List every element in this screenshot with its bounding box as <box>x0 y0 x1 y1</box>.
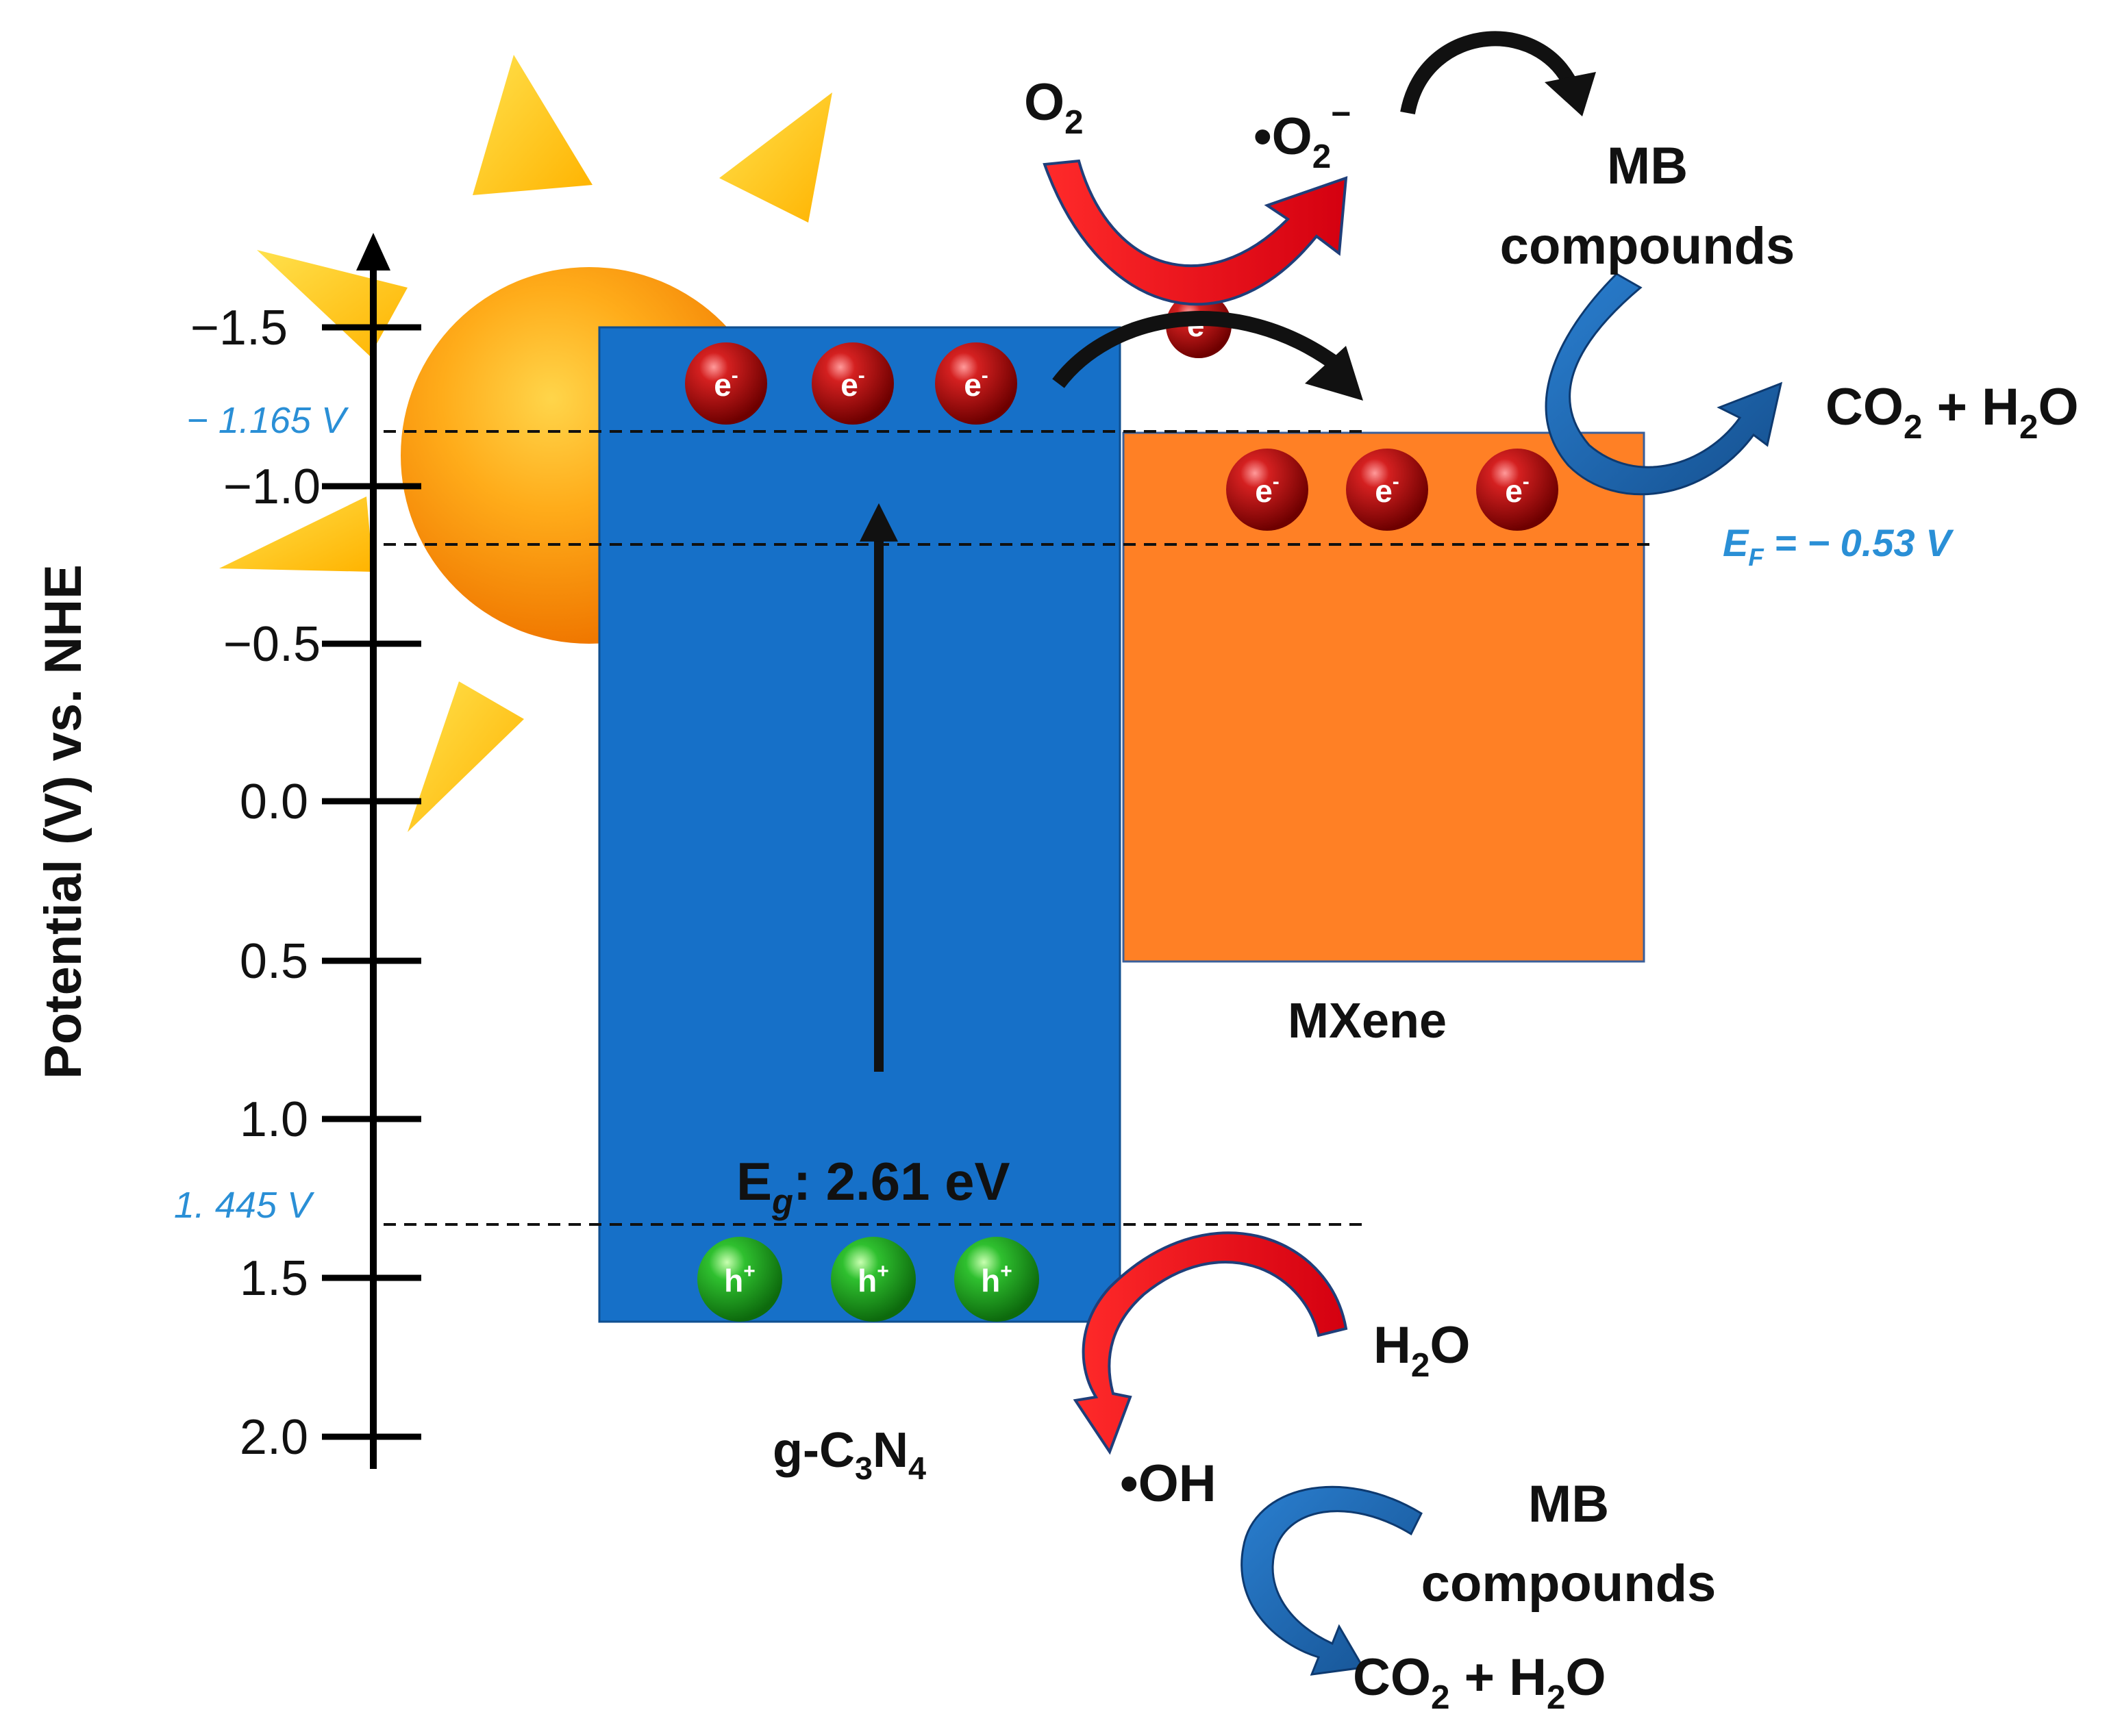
electron-transfer-arrowhead <box>1305 346 1363 401</box>
tick-label: 1.0 <box>240 1092 308 1147</box>
tick-label: −1.5 <box>190 301 288 355</box>
mb-compounds-label-bottom-line2: compounds <box>1421 1555 1717 1613</box>
water-oxidation-arrow <box>1073 1231 1348 1455</box>
svg-text:e-: e- <box>964 364 988 403</box>
svg-text:h+: h+ <box>858 1260 889 1298</box>
hole-particle: h+ <box>954 1237 1039 1322</box>
hydroxyl-label: •OH <box>1120 1455 1217 1513</box>
svg-text:e-: e- <box>714 364 738 403</box>
svg-text:h+: h+ <box>724 1260 756 1298</box>
tick-label: 2.0 <box>240 1410 308 1465</box>
water-label: H2O <box>1373 1316 1470 1384</box>
band-gap-label: Eg: 2.61 eV <box>736 1151 1010 1221</box>
hole-particle: h+ <box>697 1237 782 1322</box>
electron-particle: e- <box>935 342 1017 425</box>
fermi-level-label: EF = − 0.53 V <box>1723 521 1954 571</box>
degradation-arrow-bottom <box>1240 1485 1423 1676</box>
tick-label: −0.5 <box>223 617 321 672</box>
svg-text:e-: e- <box>1375 470 1399 509</box>
axis-title: Potential (V) vs. NHE <box>34 564 92 1079</box>
superoxide-attack-arrow <box>1400 31 1583 115</box>
tick-label: 0.0 <box>240 775 308 829</box>
tick-label: −1.0 <box>223 460 321 514</box>
svg-text:e-: e- <box>1505 470 1530 509</box>
electron-particle: e- <box>812 342 894 425</box>
tick-label: 0.5 <box>240 934 308 989</box>
degradation-arrow-top <box>1545 273 1783 496</box>
mb-compounds-label-top: MB <box>1607 137 1688 195</box>
products-label-top: CO2 + H2O <box>1825 378 2079 446</box>
svg-text:e-: e- <box>840 364 865 403</box>
superoxide-label: •O2− <box>1254 95 1351 175</box>
svg-text:e-: e- <box>1255 470 1280 509</box>
gc3n4-band <box>598 326 1121 1323</box>
hole-particle: h+ <box>831 1237 916 1322</box>
electron-particle: e- <box>1476 449 1558 531</box>
mb-compounds-label-bottom: MB <box>1528 1475 1609 1533</box>
mxene-label: MXene <box>1288 994 1447 1048</box>
products-label-bottom: CO2 + H2O <box>1353 1648 1606 1716</box>
tick-label: 1.5 <box>240 1251 308 1306</box>
electron-particle: e- <box>1346 449 1428 531</box>
electron-particle: e- <box>685 342 767 425</box>
electron-particle: e- <box>1226 449 1308 531</box>
superoxide-attack-arrowhead <box>1545 72 1596 116</box>
gc3n4-label: g-C3N4 <box>773 1423 926 1486</box>
electron-transfer-arrow <box>1052 311 1344 388</box>
svg-text:h+: h+ <box>981 1260 1012 1298</box>
potential-axis <box>322 233 421 1469</box>
cb-level-label: − 1.165 V <box>186 400 349 441</box>
vb-level-label: 1. 445 V <box>174 1185 315 1226</box>
mb-compounds-label-top-line2: compounds <box>1500 217 1795 275</box>
oxygen-label: O2 <box>1024 73 1084 141</box>
oxygen-reduction-arrow <box>1043 159 1348 306</box>
